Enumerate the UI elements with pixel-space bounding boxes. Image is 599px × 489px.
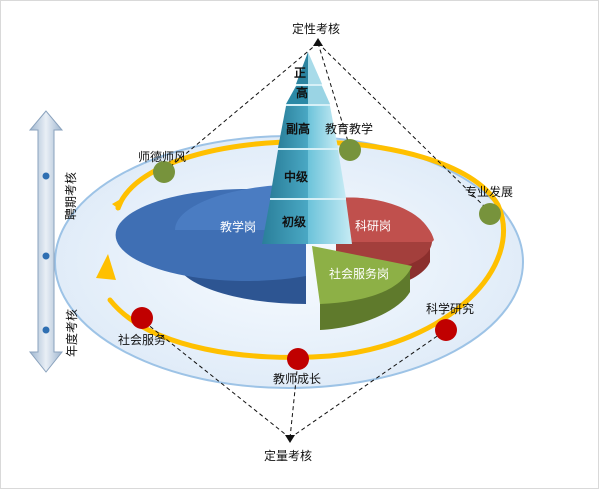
node-teaching [339,139,361,161]
node-teacher-growth [287,348,309,370]
axis-top-label: 聘期考核 [64,172,78,220]
pyramid-level-2: 高 [296,85,308,100]
pie-chart [115,184,434,330]
label-social-service: 社会服务 [118,332,166,347]
axis-dot [42,252,50,260]
node-scientific-research [435,319,457,341]
label-professional-dev: 专业发展 [465,184,513,199]
pyramid-level-4: 中级 [284,169,308,184]
pyramid-level-1: 正 [294,66,306,80]
pyramid-level-5: 初级 [282,214,306,229]
label-teaching: 教育教学 [325,121,373,136]
bottom-label: 定量考核 [264,448,312,463]
axis-bottom-label: 年度考核 [64,309,79,357]
pie-segment-social-service [312,246,412,304]
pie-label-social-service: 社会服务岗 [329,266,389,281]
node-ethics [153,161,175,183]
node-professional-dev [479,203,501,225]
label-teacher-growth: 教师成长 [273,371,321,386]
dashed-connectors [141,42,491,439]
top-apex-marker [313,38,323,46]
axis-dot [42,172,50,180]
bottom-apex-marker [285,435,295,443]
label-ethics: 师德师风 [138,149,186,164]
pyramid [262,52,352,244]
top-label: 定性考核 [292,21,340,36]
axis-dot [42,326,50,334]
pyramid-level-3: 副高 [286,121,310,136]
label-scientific-research: 科学研究 [426,301,474,316]
pie-label-research: 科研岗 [355,219,391,233]
orange-cycle-ring [96,139,506,360]
pie-label-teaching: 教学岗 [220,219,256,234]
vertical-double-arrow [28,110,64,373]
ring-arrowhead [96,254,116,280]
node-social-service [131,307,153,329]
